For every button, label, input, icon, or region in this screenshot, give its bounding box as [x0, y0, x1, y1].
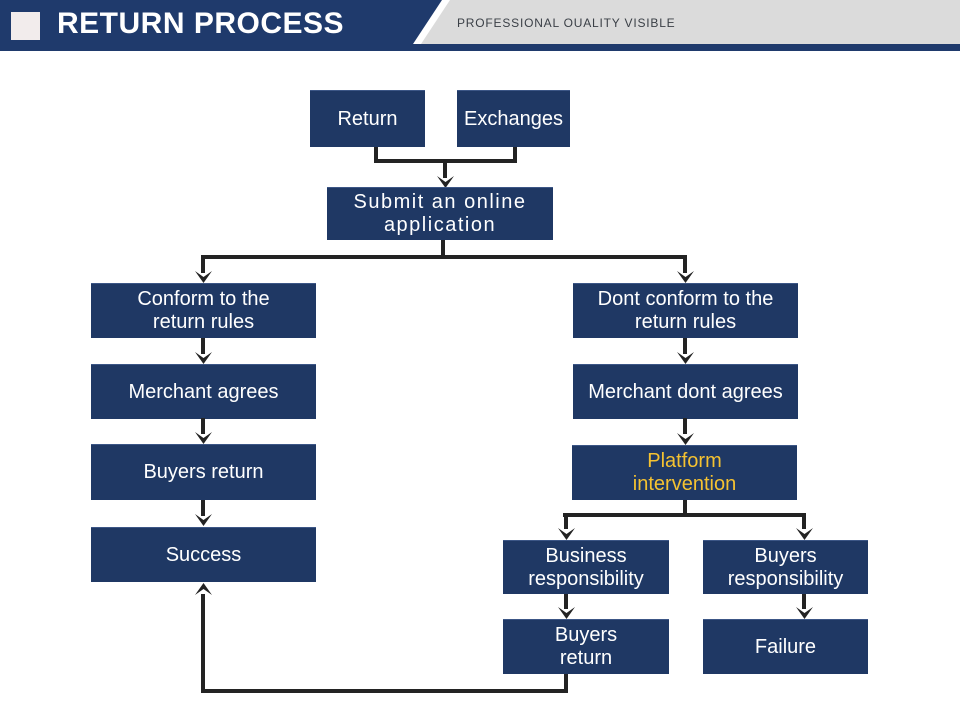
node-label: Buyers: [554, 624, 618, 646]
node-label: application: [383, 214, 497, 236]
node-label: Submit an online: [353, 191, 527, 213]
node-platform-intervention: Platform intervention: [572, 445, 797, 500]
header-tagline-panel: PROFESSIONAL OUALITY VISIBLE: [421, 0, 960, 44]
page-title: RETURN PROCESS: [57, 7, 345, 40]
connector-platform-stem: [683, 500, 687, 517]
node-label: responsibility: [528, 567, 644, 590]
node-label: Conform to the: [137, 288, 270, 310]
node-label: Failure: [754, 635, 817, 658]
connector-business-to-buyersreturn: [564, 594, 568, 609]
node-business-responsibility: Business responsibility: [503, 540, 669, 594]
node-label: return: [559, 647, 613, 669]
node-label: Merchant dont agrees: [588, 380, 783, 403]
node-label: Return: [337, 107, 398, 130]
node-label: Business: [545, 544, 627, 567]
node-exchanges: Exchanges: [457, 90, 570, 147]
node-success: Success: [91, 527, 316, 582]
node-label: Buyers return: [143, 461, 264, 483]
connector-merge-to-submit: [443, 159, 447, 178]
slide-marker: [11, 12, 40, 40]
node-failure: Failure: [703, 619, 868, 674]
node-label: Buyers: [754, 544, 817, 567]
connector-feedback-down: [564, 674, 568, 693]
connector-return-stem: [374, 147, 378, 163]
connector-conform-to-merchant: [201, 338, 205, 354]
node-label: Exchanges: [464, 107, 563, 130]
node-buyers-return-final: Buyers return: [503, 619, 669, 674]
connector-feedback-horizontal: [201, 689, 568, 693]
connector-split-left: [564, 513, 568, 529]
node-label: responsibility: [727, 567, 844, 590]
node-merchant-agrees: Merchant agrees: [91, 364, 316, 419]
connector-submit-stem: [441, 240, 445, 257]
connector-branch-right: [683, 255, 687, 273]
connector-split-right: [802, 513, 806, 529]
connector-merchantdont-to-platform: [683, 418, 687, 434]
node-label: return rules: [152, 311, 255, 333]
header-bar: PROFESSIONAL OUALITY VISIBLE RETURN PROC…: [0, 0, 960, 51]
connector-buyers-to-success: [201, 500, 205, 516]
node-dont-conform-rules: Dont conform to the return rules: [573, 283, 798, 338]
node-label: Success: [165, 543, 242, 566]
node-return: Return: [310, 90, 425, 147]
connector-merchant-to-buyers: [201, 418, 205, 434]
connector-dontconform-to-merchantdont: [683, 338, 687, 354]
header-tagline: PROFESSIONAL OUALITY VISIBLE: [457, 16, 676, 30]
node-conform-rules: Conform to the return rules: [91, 283, 316, 338]
node-label: intervention: [632, 473, 737, 495]
connector-split-horizontal: [563, 513, 806, 517]
node-merchant-dont-agrees: Merchant dont agrees: [573, 364, 798, 419]
connector-exchanges-stem: [513, 147, 517, 163]
connector-feedback-up: [201, 594, 205, 693]
connector-branch-horizontal: [201, 255, 687, 259]
arrowhead-into-buyers-responsibility: [796, 528, 813, 540]
arrowhead-into-platform: [677, 433, 694, 445]
connector-branch-left: [201, 255, 205, 273]
node-buyers-return: Buyers return: [91, 444, 316, 500]
node-label: Dont conform to the: [597, 288, 774, 310]
arrowhead-into-business-responsibility: [558, 528, 575, 540]
node-submit-application: Submit an online application: [327, 187, 553, 240]
node-label: Platform: [647, 450, 722, 472]
node-label: Merchant agrees: [128, 380, 279, 403]
node-label: return rules: [634, 311, 737, 333]
node-buyers-responsibility: Buyers responsibility: [703, 540, 868, 594]
connector-buyersresp-to-failure: [802, 594, 806, 609]
